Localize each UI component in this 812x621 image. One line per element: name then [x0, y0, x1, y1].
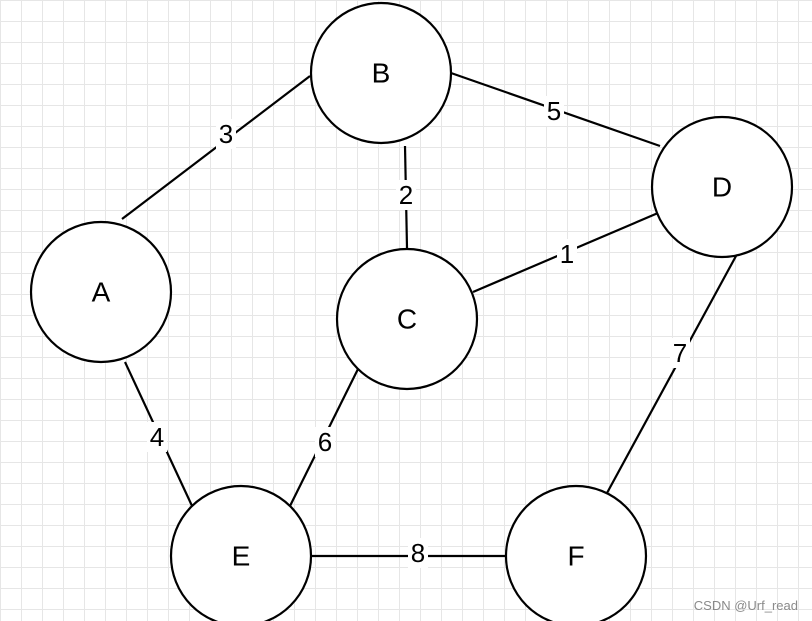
- edge-b-c: 2: [396, 145, 416, 249]
- edge-weight-label: 7: [673, 338, 687, 368]
- node-circle: [504, 484, 648, 621]
- edge-weight-label: 1: [560, 239, 574, 269]
- edge-c-d: 1: [472, 211, 659, 294]
- edge-label-background: [408, 538, 428, 568]
- node-a: A: [29, 220, 173, 364]
- edge-a-e: 4: [124, 361, 194, 509]
- watermark: CSDN @Urf_read: [693, 598, 798, 613]
- edge-label-background: [670, 338, 690, 368]
- edge-weight-label: 2: [399, 180, 413, 210]
- edge-a-b: 3: [121, 75, 311, 220]
- node-label: F: [567, 541, 584, 572]
- node-f: F: [504, 484, 648, 621]
- edge-c-e: 6: [288, 368, 359, 509]
- node-d: D: [650, 115, 794, 259]
- edge-label-background: [557, 239, 577, 269]
- edge-label-background: [315, 427, 335, 457]
- node-c: C: [335, 247, 479, 391]
- edge-weight-label: 5: [547, 96, 561, 126]
- node-b: B: [309, 1, 453, 145]
- node-circle: [335, 247, 479, 391]
- edge-label-background: [396, 180, 416, 210]
- node-label: C: [397, 304, 417, 335]
- edge-b-d: 5: [450, 71, 661, 148]
- edge-label-background: [216, 119, 236, 149]
- edge-d-f: 7: [606, 255, 737, 494]
- edge-weight-label: 8: [411, 538, 425, 568]
- node-circle: [650, 115, 794, 259]
- node-label: E: [232, 541, 251, 572]
- node-label: A: [92, 277, 111, 308]
- node-label: B: [372, 58, 391, 89]
- edge-line: [606, 255, 737, 494]
- node-label: D: [712, 172, 732, 203]
- edge-weight-label: 4: [150, 422, 164, 452]
- edge-label-background: [544, 96, 564, 126]
- node-circle: [309, 1, 453, 145]
- edge-label-background: [147, 422, 167, 452]
- node-circle: [29, 220, 173, 364]
- nodes-layer: A B C D E F: [29, 1, 794, 621]
- node-circle: [169, 484, 313, 621]
- edge-weight-label: 6: [318, 427, 332, 457]
- edge-e-f: 8: [311, 538, 506, 568]
- node-e: E: [169, 484, 313, 621]
- edge-weight-label: 3: [219, 119, 233, 149]
- edges-layer: 3 5 2 1 4 6 7 8: [121, 71, 737, 568]
